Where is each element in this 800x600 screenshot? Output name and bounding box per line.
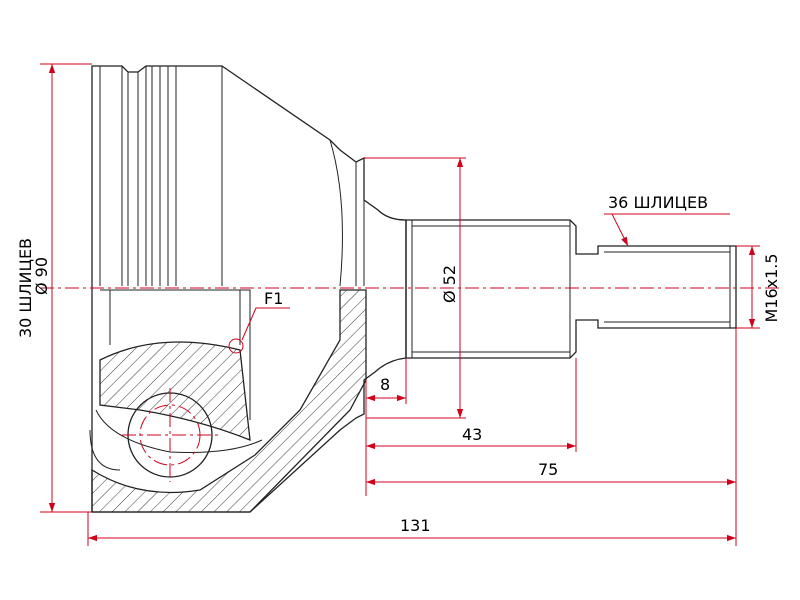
- spline36-leader: [611, 213, 629, 247]
- shaft-diameter-label: Ø 52: [440, 265, 459, 303]
- dimensions: [40, 63, 760, 546]
- bell-shoulder-curve: [329, 139, 343, 287]
- inner-spline-label: 36 ШЛИЦЕВ: [608, 193, 708, 212]
- f1-leader: [241, 307, 290, 341]
- housing-outline: [91, 65, 407, 513]
- outer-spline-label: 30 ШЛИЦЕВ: [16, 238, 35, 338]
- dim-spline-length-label: 43: [462, 425, 482, 444]
- fit-mark-label: F1: [264, 289, 283, 308]
- labels: 30 ШЛИЦЕВ Ø 90 F1 Ø 52 36 ШЛИЦЕВ M16x1.5…: [16, 193, 781, 535]
- dim-total-length-label: 131: [400, 516, 431, 535]
- inner-race-hatch: [99, 341, 251, 442]
- f1-mark-circle: [228, 338, 244, 354]
- housing-section-hatch: [91, 289, 367, 513]
- cage-outline: [100, 289, 251, 420]
- section-view: [89, 289, 367, 513]
- dim-shoulder-label: 8: [380, 375, 390, 394]
- race-corner: [89, 429, 121, 471]
- dim-shaft-length-label: 75: [538, 460, 558, 479]
- outer-diameter-label: Ø 90: [32, 257, 51, 295]
- outer-housing: [91, 65, 407, 513]
- thread-label: M16x1.5: [762, 253, 781, 322]
